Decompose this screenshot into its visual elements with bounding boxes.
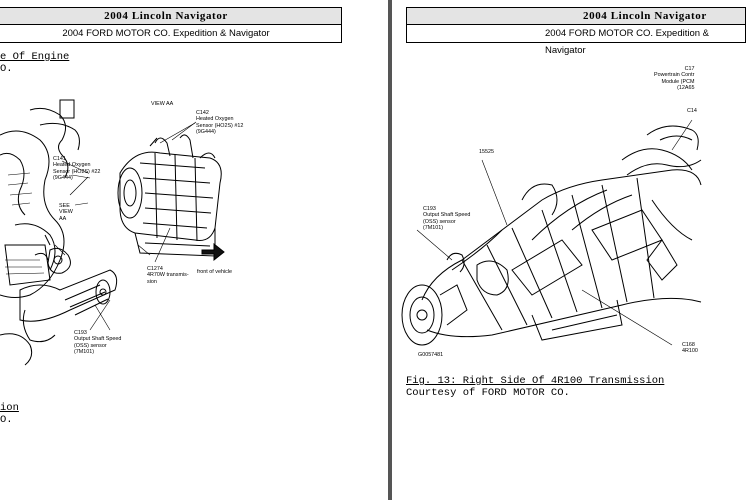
label-15525: 15525 [479, 149, 494, 155]
label-figure-id: G0057481 [418, 352, 444, 358]
left-header-title: 2004 Lincoln Navigator [0, 8, 341, 25]
right-header-subtitle: 2004 FORD MOTOR CO. Expedition & Navigat… [545, 28, 710, 56]
right-transmission-illustration [392, 90, 701, 360]
label-see-view-aa: SEE VIEW AA [59, 203, 73, 222]
left-document-page: 2004 Lincoln Navigator 2004 FORD MOTOR C… [0, 0, 388, 500]
left-page-header: 2004 Lincoln Navigator 2004 FORD MOTOR C… [0, 7, 342, 43]
left-caption-top-title: e Of Engine [0, 51, 70, 63]
left-caption-bottom-courtesy: O. [0, 414, 13, 426]
label-c168-4r100: C168 4R100 [682, 342, 698, 355]
label-view-aa: VIEW AA [151, 101, 174, 107]
right-document-page: 2004 Lincoln Navigator 2004 FORD MOTOR C… [392, 0, 746, 500]
left-transmission-view-illustration [115, 128, 245, 263]
left-leader-lines [0, 0, 388, 500]
label-front-of-vehicle: front of vehicle [197, 269, 233, 275]
label-c142-oxygen-sensor: C142 Heated Oxygen Sensor (HO2S) #12 (9G… [196, 110, 244, 135]
left-caption-top-courtesy: O. [0, 63, 13, 75]
label-c193-oss-sensor: C193 Output Shaft Speed (OSS) sensor (7M… [74, 330, 122, 355]
right-page-header: 2004 Lincoln Navigator 2004 FORD MOTOR C… [406, 7, 746, 56]
label-c193-oss-sensor-right: C193 Output Shaft Speed (OSS) sensor (7M… [423, 206, 471, 231]
front-of-vehicle-arrow-icon [200, 240, 226, 262]
right-figure-courtesy: Courtesy of FORD MOTOR CO. [406, 387, 570, 399]
left-engine-illustration [0, 95, 235, 370]
right-figure-caption: Fig. 13: Right Side Of 4R100 Transmissio… [406, 375, 665, 387]
right-header-title: 2004 Lincoln Navigator [407, 8, 745, 25]
label-c14: C14 [687, 108, 697, 114]
label-c1274-transmission: C1274 4R70W transmis- sion [147, 266, 189, 285]
page-divider [388, 0, 392, 500]
label-c17-pcm: C17 Powertrain Contr Module (PCM (12A65 [654, 66, 695, 91]
label-c141-oxygen-sensor: C141 Heated Oxygen Sensor (HO2S) #22 (9G… [53, 156, 101, 181]
left-header-subtitle: 2004 FORD MOTOR CO. Expedition & Navigat… [62, 28, 270, 39]
left-caption-bottom-title: ion [0, 402, 19, 414]
